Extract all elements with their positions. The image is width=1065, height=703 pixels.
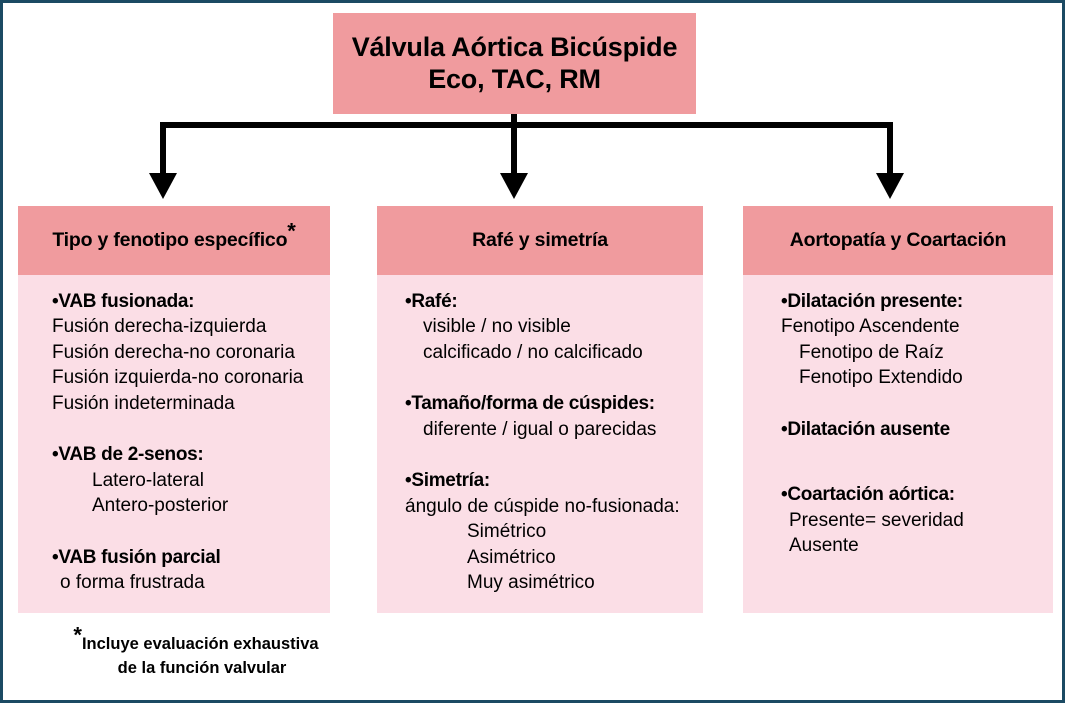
list-item: Fenotipo de Raíz [799,341,944,363]
column-2-body: •Rafé: visible / no visible calcificado … [377,275,703,613]
group-coartacion-aortica: •Coartación aórtica: Presente= severidad… [781,482,1043,558]
column-2-header-text: Rafé y simetría [472,229,608,251]
spacer [405,442,693,468]
group-heading: •Tamaño/forma de cúspides: [405,393,655,415]
footnote-line-1-text: Incluye evaluación exhaustiva [81,635,319,653]
arrowhead-3 [876,173,904,199]
list-item: Asimétrico [467,546,556,568]
list-item: Fusión izquierda-no coronaria [52,367,304,389]
spacer [405,365,693,391]
list-item: Ausente [789,535,859,557]
title-line-1: Válvula Aórtica Bicúspide [351,32,678,63]
column-2-header: Rafé y simetría [377,206,703,275]
group-heading: •VAB fusionada: [52,291,195,312]
group-heading: •Rafé: [405,291,458,312]
arrowhead-1 [149,173,177,199]
group-simetria: •Simetría: ángulo de cúspide no-fusionad… [405,468,693,595]
column-rafe-simetria: Rafé y simetría •Rafé: visible / no visi… [377,206,703,613]
column-1-header-label: Tipo y fenotipo específico [52,229,288,251]
group-heading: •VAB de 2-senos: [52,444,204,466]
group-rafe: •Rafé: visible / no visible calcificado … [405,289,693,365]
column-3-body: •Dilatación presente: Fenotipo Ascendent… [743,275,1053,613]
group-heading: •Dilatación ausente [781,418,950,440]
list-item: Fusión derecha-no coronaria [52,341,295,363]
column-3-header-text: Aortopatía y Coartación [789,229,1007,251]
list-item: ángulo de cúspide no-fusionada: [405,495,680,517]
spacer [52,519,320,545]
connector-arrows [149,114,904,199]
group-heading: •Dilatación presente: [781,291,963,312]
list-item: Antero-posterior [92,495,229,517]
list-item: Presente= severidad [789,509,964,531]
list-item: calcificado / no calcificado [423,341,643,363]
list-item: Simétrico [467,521,547,543]
list-item: o forma frustrada [60,572,205,594]
list-item: Fusión derecha-izquierda [52,316,267,338]
title-line-2: Eco, TAC, RM [428,63,601,94]
title-text: Válvula Aórtica Bicúspide Eco, TAC, RM [352,32,678,94]
list-item: visible / no visible [423,316,571,338]
asterisk-marker: * [287,218,296,244]
arrowhead-2 [500,173,528,199]
column-tipo-fenotipo: Tipo y fenotipo específico* •VAB fusiona… [18,206,330,613]
column-aortopatia-coartacion: Aortopatía y Coartación •Dilatación pres… [743,206,1053,613]
group-vab-fusion-parcial: •VAB fusión parcial o forma frustrada [52,545,320,596]
group-dilatacion-ausente: •Dilatación ausente [781,417,1043,442]
title-box: Válvula Aórtica Bicúspide Eco, TAC, RM [333,13,696,114]
column-1-header: Tipo y fenotipo específico* [18,206,330,275]
footnote: *Incluye evaluación exhaustiva de la fun… [31,624,361,681]
asterisk-icon: * [73,622,82,648]
group-heading: •Simetría: [405,470,490,492]
column-1-body: •VAB fusionada: Fusión derecha-izquierda… [18,275,330,613]
list-item: Latero-lateral [92,469,204,491]
list-item: Muy asimétrico [467,572,595,594]
spacer [52,416,320,442]
group-vab-fusionada: •VAB fusionada: Fusión derecha-izquierda… [52,289,320,416]
group-heading: •VAB fusión parcial [52,546,221,568]
spacer [781,391,1043,417]
group-vab-2-senos: •VAB de 2-senos: Latero-lateral Antero-p… [52,442,320,518]
list-item: Fenotipo Ascendente [781,316,960,338]
group-heading: •Coartación aórtica: [781,484,955,506]
spacer [781,442,1043,482]
footnote-line-2: de la función valvular [117,658,287,677]
list-item: diferente / igual o parecidas [423,418,657,440]
list-item: Fenotipo Extendido [799,367,963,389]
group-tamano-forma: •Tamaño/forma de cúspides: diferente / i… [405,391,693,442]
column-1-header-text: Tipo y fenotipo específico* [52,220,296,252]
list-item: Fusión indeterminada [52,392,235,414]
footnote-line-1: *Incluye evaluación exhaustiva [31,624,361,657]
column-3-header: Aortopatía y Coartación [743,206,1053,275]
group-dilatacion-presente: •Dilatación presente: Fenotipo Ascendent… [781,289,1043,391]
